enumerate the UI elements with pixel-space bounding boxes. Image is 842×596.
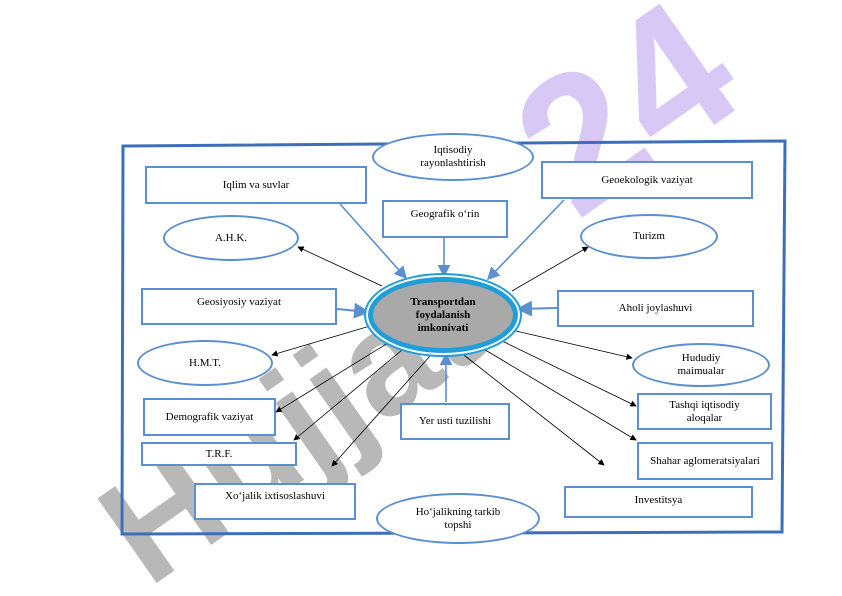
node-label: T.R.F. <box>205 447 233 460</box>
node-yer-usti-tuzilishi: Yer usti tuzilishi <box>400 403 510 440</box>
connector-turizm <box>511 246 589 292</box>
connector-iqlim <box>339 203 408 280</box>
node-label: Xo‘jalik ixtisoslashuvi <box>225 490 325 502</box>
node-trf: T.R.F. <box>141 442 297 466</box>
node-tashqi-iqtisodiy-aloqalar: Tashqi iqtisodiy aloqalar <box>637 393 772 430</box>
node-label: Hududiy maimualar <box>677 352 725 377</box>
node-geosiyosiy-vaziyat: Geosiyosiy vaziyat <box>141 288 337 325</box>
node-label: Tashqi iqtisodiy aloqalar <box>669 398 740 424</box>
connector-hmt <box>271 325 371 357</box>
node-iqtisodiy-rayonlashtirish: Iqtisodiy rayonlashtirish <box>372 133 534 181</box>
node-label: Iqlim va suvlar <box>222 178 290 191</box>
center-node-transport: Transportdan foydalanish imkonivati <box>368 277 518 353</box>
node-geografik-orin: Geografik o‘rin <box>382 200 508 238</box>
node-label: H.M.T. <box>189 356 221 369</box>
node-label: Geosiyosiy vaziyat <box>196 296 281 308</box>
connector-aholi <box>516 300 558 317</box>
node-geoekologik-vaziyat: Geoekologik vaziyat <box>541 161 753 199</box>
node-label: Demografik vaziyat <box>165 410 254 423</box>
node-ahk: A.H.K. <box>163 215 299 261</box>
node-label: Turizm <box>633 230 665 242</box>
node-label: Geoekologik vaziyat <box>601 173 693 186</box>
connector-ahk <box>297 246 383 287</box>
connector-geoekologik <box>486 199 565 281</box>
node-label: Aholi joylashuvi <box>618 302 693 314</box>
node-investitsya: Investitsya <box>564 486 753 518</box>
node-xojalik-ixtisoslashuvi: Xo‘jalik ixtisoslashuvi <box>194 483 356 520</box>
node-iqlim-va-suvlar: Iqlim va suvlar <box>145 166 367 204</box>
node-label: Geografik o‘rin <box>410 208 480 220</box>
connector-shahar <box>481 347 637 441</box>
connector-hududiy <box>515 330 633 360</box>
node-label: Ho‘jalikning tarkib topshi <box>415 505 501 531</box>
connector-tashqi <box>499 339 637 407</box>
node-label: Yer usti tuzilishi <box>418 415 492 427</box>
node-label: Iqtisodiy rayonlashtirish <box>420 144 486 169</box>
connector-xojalik-ixt <box>331 355 431 467</box>
node-turizm: Turizm <box>580 214 718 259</box>
connector-geosiyosiy <box>336 302 370 319</box>
connector-investitsya <box>459 351 605 466</box>
node-demografik-vaziyat: Demografik vaziyat <box>143 398 276 436</box>
node-shahar-aglomeratsiyalari: Shahar aglomeratsiyalari <box>637 442 773 480</box>
node-aholi-joylashuvi: Aholi joylashuvi <box>557 290 754 327</box>
connector-demografik <box>275 342 389 413</box>
node-hmt: H.M.T. <box>137 340 273 386</box>
node-label: A.H.K. <box>214 231 248 244</box>
node-label: Investitsya <box>634 494 683 506</box>
center-label: Transportdan foydalanish imkonivati <box>410 295 476 334</box>
outer-frame <box>120 139 787 536</box>
node-xojalikning-tarkib-topshi: Ho‘jalikning tarkib topshi <box>376 493 540 544</box>
node-label: Shahar aglomeratsiyalari <box>650 454 760 467</box>
node-hududiy-maimualar: Hududiy maimualar <box>632 343 770 387</box>
connector-trf <box>293 349 403 441</box>
